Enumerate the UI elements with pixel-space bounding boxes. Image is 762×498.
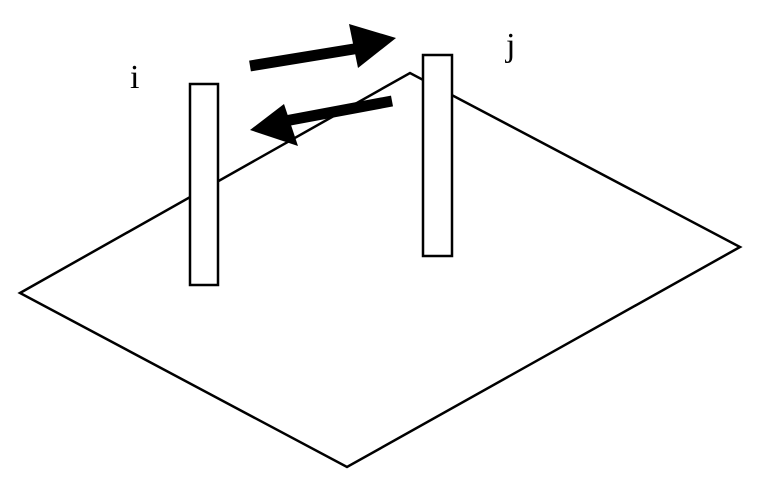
pole-i	[188, 82, 220, 287]
label-i: i	[130, 59, 139, 96]
arrow-i-to-j	[249, 24, 396, 72]
pole-j	[421, 53, 454, 258]
ground-plane	[17, 71, 743, 469]
label-j: j	[505, 27, 515, 64]
arrow-j-to-i	[250, 95, 394, 146]
